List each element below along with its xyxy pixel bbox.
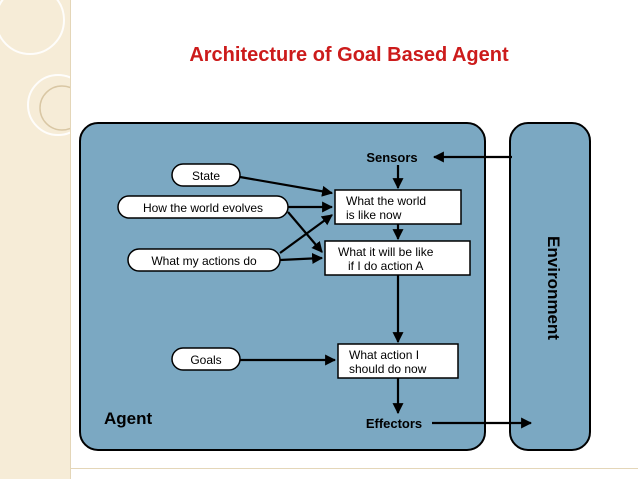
actions-to-willbe-arrow	[279, 252, 324, 264]
action-line1: What action I	[349, 348, 419, 362]
sensors-label: Sensors	[366, 150, 417, 165]
effectors-label: Effectors	[366, 416, 422, 431]
world-evolves-label: How the world evolves	[143, 201, 263, 215]
will-be-box	[324, 240, 471, 276]
evolves-to-willbe-arrow	[287, 211, 323, 253]
world-now-line1: What the world	[346, 194, 426, 208]
action-line2: should do now	[349, 362, 427, 376]
world-now-line2: is like now	[346, 208, 402, 222]
state-oval	[171, 163, 241, 187]
agent-panel	[79, 122, 486, 451]
state-to-world-arrow	[239, 175, 334, 197]
state-label: State	[192, 169, 220, 183]
slide-title: Architecture of Goal Based Agent	[189, 44, 509, 66]
goals-label: Goals	[190, 353, 221, 367]
environment-label: Environment	[544, 236, 563, 340]
will-be-line1: What it will be like	[338, 245, 434, 259]
actions-do-label: What my actions do	[151, 254, 257, 268]
will-be-line2: if I do action A	[348, 259, 423, 273]
environment-panel	[509, 122, 591, 451]
world-now-box	[334, 189, 462, 225]
agent-label: Agent	[104, 409, 153, 428]
bottom-divider	[70, 468, 638, 469]
actions-to-world-arrow	[279, 214, 333, 254]
decorative-side-strip	[0, 0, 89, 479]
